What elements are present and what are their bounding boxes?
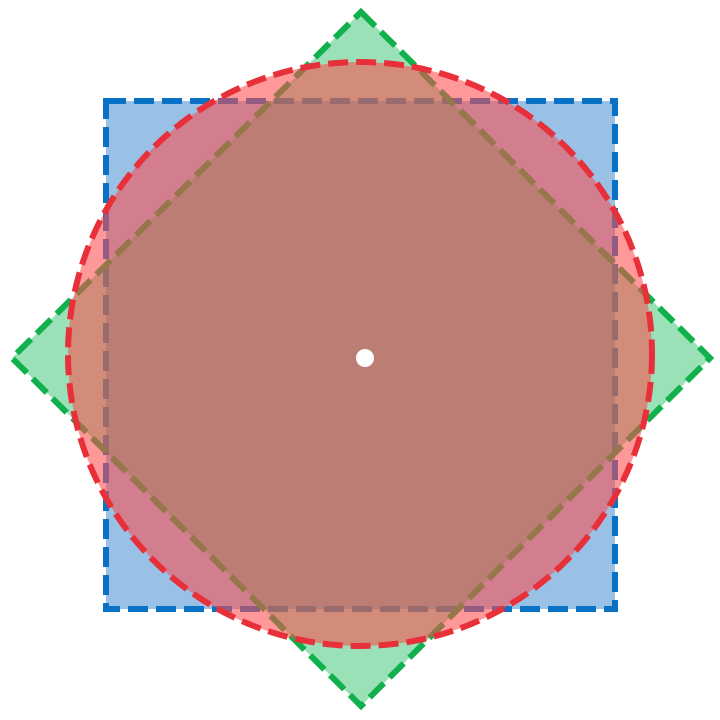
center-point (356, 349, 374, 367)
